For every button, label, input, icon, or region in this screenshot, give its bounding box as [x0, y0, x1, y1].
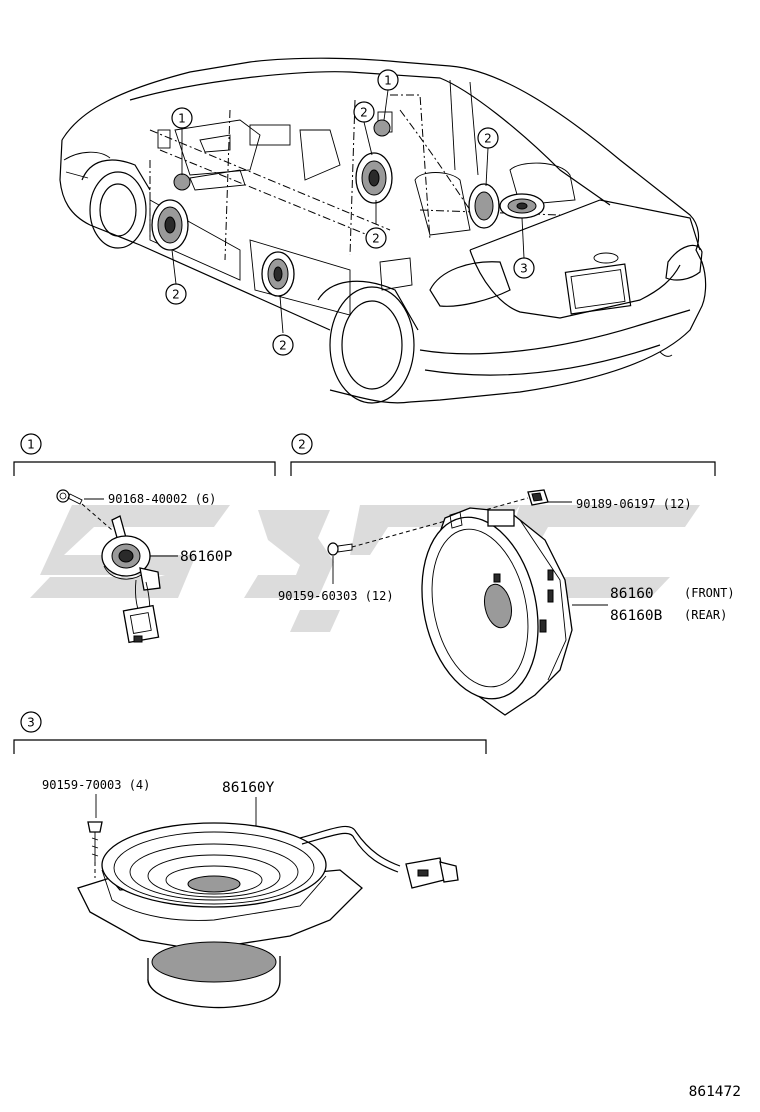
s2-front-note: (FRONT)	[684, 586, 735, 600]
car-overview	[59, 57, 707, 404]
callout-2a: 2	[477, 127, 499, 149]
s2-rear-part-label: 86160B	[610, 608, 663, 624]
s1-tweeter-drawing	[101, 515, 161, 644]
s2-speaker-drawing	[421, 507, 573, 716]
section-1: 1 90168-40002 (6) 86160P	[13, 433, 276, 644]
svg-text:3: 3	[27, 716, 35, 730]
figure-id: 861472	[689, 1084, 741, 1100]
svg-text:1: 1	[27, 438, 35, 452]
s3-speaker-drawing	[77, 822, 459, 1009]
s2-front-part-label: 86160	[610, 586, 654, 602]
s3-speaker-label: 86160Y	[222, 780, 275, 796]
section-1-bracket	[13, 461, 276, 476]
s3-screw-label: 90159-70003 (4)	[42, 778, 150, 792]
section-3-bracket	[13, 739, 487, 754]
s1-bolt-label: 90168-40002 (6)	[108, 492, 216, 506]
svg-text:1: 1	[178, 112, 186, 126]
callout-1a: 1	[171, 107, 193, 129]
svg-text:2: 2	[298, 438, 306, 452]
s2-nut-label: 90189-06197 (12)	[576, 497, 692, 511]
s1-tweeter-label: 86160P	[180, 549, 233, 565]
s2-rear-note: (REAR)	[684, 608, 727, 622]
s2-screw-label: 90159-60303 (12)	[278, 589, 394, 603]
svg-text:2: 2	[360, 106, 368, 120]
section-3: 3 90159-70003 (4) 86160Y	[13, 711, 487, 1009]
callout-2d: 2	[165, 283, 187, 305]
callout-3: 3	[513, 257, 535, 279]
section-1-marker: 1	[20, 433, 42, 455]
section-2: 2 90189-06197 (12) 90159-60303 (12)	[278, 433, 735, 716]
svg-text:2: 2	[279, 339, 287, 353]
callout-1b: 1	[377, 69, 399, 91]
section-2-bracket	[290, 461, 716, 476]
svg-text:2: 2	[372, 232, 380, 246]
s2-nut-drawing	[527, 489, 549, 506]
svg-text:2: 2	[172, 288, 180, 302]
svg-text:2: 2	[484, 132, 492, 146]
s2-screw-drawing	[327, 542, 353, 556]
section-2-marker: 2	[291, 433, 313, 455]
section-3-marker: 3	[20, 711, 42, 733]
svg-text:1: 1	[384, 74, 392, 88]
callout-2e: 2	[272, 334, 294, 356]
callout-2c: 2	[365, 227, 387, 249]
callout-2b: 2	[353, 101, 375, 123]
s3-screw-drawing	[87, 821, 103, 862]
overview-callouts: 1 1 2 2 2 2 2 3	[165, 69, 535, 356]
svg-text:3: 3	[520, 262, 528, 276]
s1-bolt-drawing	[56, 489, 83, 505]
